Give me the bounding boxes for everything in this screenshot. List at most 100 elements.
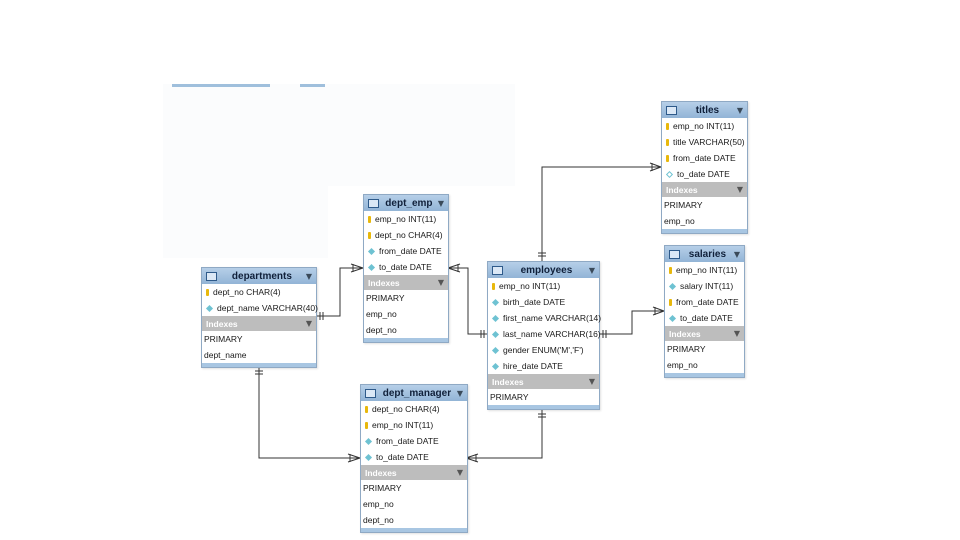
column-icon bbox=[491, 362, 500, 370]
primary-key-icon bbox=[365, 421, 368, 429]
column-row[interactable]: emp_no INT(11) bbox=[361, 417, 467, 433]
column-row[interactable]: emp_no INT(11) bbox=[364, 211, 448, 227]
indexes-header[interactable]: Indexes ▼ bbox=[364, 275, 448, 290]
table-header[interactable]: dept_manager ▼ bbox=[361, 385, 467, 401]
indexes-header[interactable]: Indexes ▼ bbox=[361, 465, 467, 480]
table-titles[interactable]: titles ▼ emp_no INT(11) title VARCHAR(50… bbox=[661, 101, 748, 234]
column-label: emp_no INT(11) bbox=[676, 265, 738, 275]
index-row[interactable]: PRIMARY bbox=[490, 392, 529, 402]
collapse-arrow-icon[interactable]: ▼ bbox=[305, 319, 312, 328]
table-header[interactable]: dept_emp ▼ bbox=[364, 195, 448, 211]
table-header[interactable]: titles ▼ bbox=[662, 102, 747, 118]
clipped-header-fragment bbox=[172, 84, 270, 87]
rel-employees-dept-manager bbox=[466, 410, 543, 459]
column-row[interactable]: last_name VARCHAR(16) bbox=[488, 326, 601, 342]
column-row[interactable]: to_date DATE bbox=[665, 310, 744, 326]
table-icon bbox=[206, 271, 217, 281]
indexes-header[interactable]: Indexes ▼ bbox=[665, 326, 744, 341]
column-row[interactable]: to_date DATE bbox=[361, 449, 467, 465]
index-row[interactable]: emp_no bbox=[366, 309, 397, 319]
indexes-header[interactable]: Indexes ▼ bbox=[202, 316, 316, 331]
column-label: hire_date DATE bbox=[503, 361, 563, 371]
column-label: birth_date DATE bbox=[503, 297, 566, 307]
indexes-label: Indexes bbox=[669, 328, 701, 339]
collapse-arrow-icon[interactable]: ▼ bbox=[437, 278, 444, 287]
column-row[interactable]: title VARCHAR(50) bbox=[662, 134, 747, 150]
collapse-arrow-icon[interactable]: ▼ bbox=[736, 185, 743, 194]
table-icon bbox=[492, 265, 503, 275]
index-row[interactable]: dept_no bbox=[366, 325, 397, 335]
column-row[interactable]: hire_date DATE bbox=[488, 358, 599, 374]
table-employees[interactable]: employees ▼ emp_no INT(11) birth_date DA… bbox=[487, 261, 602, 410]
table-departments[interactable]: departments ▼ dept_no CHAR(4) dept_name … bbox=[201, 267, 318, 368]
column-row[interactable]: dept_no CHAR(4) bbox=[202, 284, 316, 300]
primary-key-icon bbox=[492, 282, 495, 290]
indexes-header[interactable]: Indexes ▼ bbox=[488, 374, 599, 389]
column-label: first_name VARCHAR(14) bbox=[503, 313, 602, 323]
primary-key-icon bbox=[669, 298, 672, 306]
table-footer bbox=[665, 373, 744, 377]
column-label: dept_no CHAR(4) bbox=[213, 287, 281, 297]
column-row[interactable]: dept_no CHAR(4) bbox=[361, 401, 467, 417]
table-salaries[interactable]: salaries ▼ emp_no INT(11) salary INT(11)… bbox=[664, 245, 745, 378]
table-header[interactable]: salaries ▼ bbox=[665, 246, 744, 262]
column-label: dept_no CHAR(4) bbox=[375, 230, 443, 240]
index-row[interactable]: emp_no bbox=[363, 499, 394, 509]
column-row[interactable]: to_date DATE bbox=[662, 166, 747, 182]
column-row[interactable]: from_date DATE bbox=[665, 294, 744, 310]
column-row[interactable]: dept_name VARCHAR(40) bbox=[202, 300, 318, 316]
column-row[interactable]: first_name VARCHAR(14) bbox=[488, 310, 602, 326]
index-row[interactable]: dept_name bbox=[204, 350, 247, 360]
collapse-arrow-icon[interactable]: ▼ bbox=[588, 377, 595, 386]
collapse-arrow-icon[interactable]: ▼ bbox=[733, 329, 740, 338]
column-icon bbox=[367, 263, 376, 271]
index-row[interactable]: emp_no bbox=[667, 360, 698, 370]
table-dept-manager[interactable]: dept_manager ▼ dept_no CHAR(4) emp_no IN… bbox=[360, 384, 468, 533]
column-row[interactable]: emp_no INT(11) bbox=[665, 262, 744, 278]
collapse-arrow-icon[interactable]: ▼ bbox=[588, 265, 595, 275]
column-icon bbox=[205, 304, 214, 312]
table-icon bbox=[666, 105, 677, 115]
index-row[interactable]: PRIMARY bbox=[204, 334, 243, 344]
primary-key-icon bbox=[368, 215, 371, 223]
table-header[interactable]: employees ▼ bbox=[488, 262, 599, 278]
index-row[interactable]: dept_no bbox=[363, 515, 394, 525]
column-row[interactable]: to_date DATE bbox=[364, 259, 448, 275]
collapse-arrow-icon[interactable]: ▼ bbox=[456, 388, 463, 398]
column-label: to_date DATE bbox=[376, 452, 429, 462]
column-label: dept_name VARCHAR(40) bbox=[217, 303, 318, 313]
column-label: from_date DATE bbox=[379, 246, 442, 256]
column-icon bbox=[364, 453, 373, 461]
collapse-arrow-icon[interactable]: ▼ bbox=[733, 249, 740, 259]
column-row[interactable]: birth_date DATE bbox=[488, 294, 599, 310]
column-row[interactable]: dept_no CHAR(4) bbox=[364, 227, 448, 243]
column-icon bbox=[491, 298, 500, 306]
column-row[interactable]: emp_no INT(11) bbox=[662, 118, 747, 134]
column-row[interactable]: from_date DATE bbox=[361, 433, 467, 449]
index-row[interactable]: PRIMARY bbox=[366, 293, 405, 303]
index-row[interactable]: emp_no bbox=[664, 216, 695, 226]
column-label: salary INT(11) bbox=[680, 281, 734, 291]
column-label: to_date DATE bbox=[677, 169, 730, 179]
table-name: titles bbox=[695, 104, 720, 116]
column-row[interactable]: from_date DATE bbox=[364, 243, 448, 259]
collapse-arrow-icon[interactable]: ▼ bbox=[437, 198, 444, 208]
index-row[interactable]: PRIMARY bbox=[667, 344, 706, 354]
indexes-header[interactable]: Indexes ▼ bbox=[662, 182, 747, 197]
index-row[interactable]: PRIMARY bbox=[664, 200, 703, 210]
column-row[interactable]: from_date DATE bbox=[662, 150, 747, 166]
primary-key-icon bbox=[669, 266, 672, 274]
column-row[interactable]: emp_no INT(11) bbox=[488, 278, 599, 294]
index-row[interactable]: PRIMARY bbox=[363, 483, 402, 493]
table-dept-emp[interactable]: dept_emp ▼ emp_no INT(11) dept_no CHAR(4… bbox=[363, 194, 449, 343]
column-label: emp_no INT(11) bbox=[673, 121, 735, 131]
indexes-label: Indexes bbox=[666, 184, 698, 195]
column-row[interactable]: salary INT(11) bbox=[665, 278, 744, 294]
rel-departments-dept-manager bbox=[258, 367, 360, 459]
collapse-arrow-icon[interactable]: ▼ bbox=[456, 468, 463, 477]
table-header[interactable]: departments ▼ bbox=[202, 268, 316, 284]
column-row[interactable]: gender ENUM('M','F') bbox=[488, 342, 599, 358]
collapse-arrow-icon[interactable]: ▼ bbox=[736, 105, 743, 115]
collapse-arrow-icon[interactable]: ▼ bbox=[305, 271, 312, 281]
